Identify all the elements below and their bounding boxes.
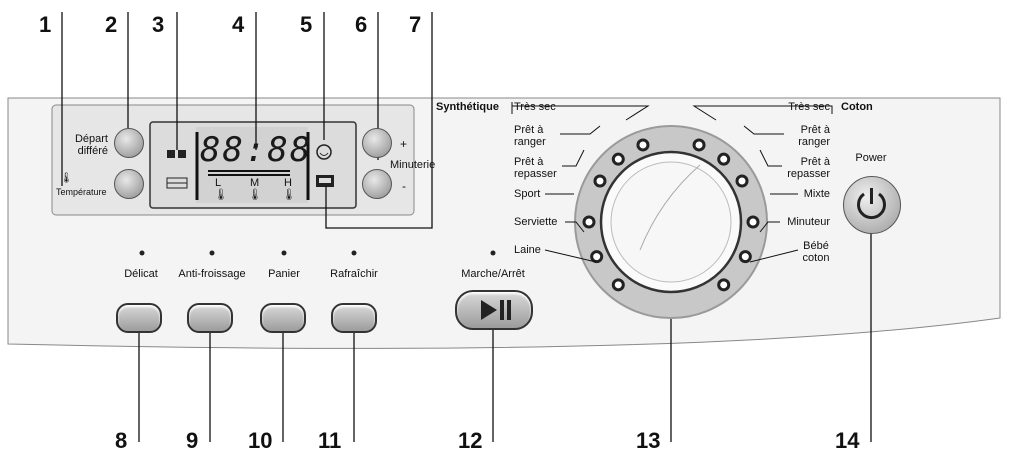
dial-position-dot — [692, 138, 706, 152]
lcd-high-label: H — [284, 177, 292, 189]
lcd-thermometer-icon: 🌡 — [282, 189, 296, 201]
plus-sign: + — [400, 137, 408, 151]
callout-9: 9 — [186, 428, 199, 453]
dial-position-dot — [738, 250, 752, 264]
cotton-program-pret-a-ranger: Prêt à ranger — [798, 124, 830, 148]
dial-position-dot — [582, 215, 596, 229]
cotton-program-pret-a-repasser: Prêt à repasser — [787, 156, 830, 180]
dial-position-dot — [593, 174, 607, 188]
timer-label: Minuterie — [390, 159, 436, 171]
refresh-label: Rafraîchir — [330, 268, 378, 280]
callout-2: 2 — [105, 12, 118, 37]
dial-position-dot — [717, 278, 731, 292]
timer-plus-button[interactable] — [362, 128, 392, 158]
synthetic-program-tres-sec: Très sec — [514, 101, 556, 113]
dial-leaders — [511, 102, 833, 263]
callout-6: 6 — [355, 12, 368, 37]
lcd-thermometer-icon: 🌡 — [248, 189, 262, 201]
dial-position-dot — [636, 138, 650, 152]
callout-7: 7 — [409, 12, 422, 37]
temperature-label: Température — [56, 187, 107, 197]
synthetic-program-laine: Laine — [514, 244, 541, 256]
thermometer-icon: 🌡 — [60, 173, 73, 184]
callout-11: 11 — [318, 428, 342, 453]
callout-13: 13 — [636, 428, 661, 453]
synthetic-program-pret-a-ranger: Prêt à ranger — [514, 124, 546, 148]
power-button[interactable] — [843, 176, 901, 234]
callout-12: 12 — [458, 428, 483, 453]
cotton-program-mixte: Mixte — [803, 188, 830, 200]
callout-4: 4 — [232, 12, 245, 37]
callout-10: 10 — [248, 428, 273, 453]
dial-position-dot — [590, 250, 604, 264]
delay-start-button[interactable] — [114, 128, 144, 158]
callout-lines — [61, 12, 872, 442]
start-pause-button[interactable] — [455, 290, 533, 330]
power-icon — [857, 188, 886, 220]
basket-button[interactable] — [260, 303, 306, 333]
dial-position-dot — [746, 215, 760, 229]
lcd-thermometer-icon: 🌡 — [214, 189, 228, 201]
power-label: Power — [855, 152, 887, 164]
dial-knob — [610, 161, 732, 283]
lcd-medium-label: M — [250, 177, 260, 189]
start-stop-label: Marche/Arrêt — [461, 268, 525, 280]
timer-minus-button[interactable] — [362, 169, 392, 199]
refresh-button[interactable] — [331, 303, 377, 333]
basket-label: Panier — [268, 268, 300, 280]
callout-1: 1 — [39, 12, 52, 37]
dial-position-dot — [611, 278, 625, 292]
synthetic-program-sport: Sport — [514, 188, 541, 200]
play-pause-icon — [481, 300, 511, 320]
cotton-group-label: Coton — [841, 101, 873, 113]
delicate-label: Délicat — [124, 268, 158, 280]
delay-start-label: Départ différé — [74, 133, 108, 157]
callout-5: 5 — [300, 12, 313, 37]
lcd-low-label: L — [215, 177, 222, 189]
dial-position-dot — [611, 152, 625, 166]
synthetic-group-label: Synthétique — [436, 101, 499, 113]
cotton-program-tres-sec: Très sec — [788, 101, 830, 113]
minus-sign: - — [402, 179, 406, 193]
dial-position-dots — [582, 138, 760, 292]
anti-crease-button[interactable] — [187, 303, 233, 333]
led-dots — [139, 250, 496, 256]
smile-icon — [316, 144, 332, 160]
dial-position-dot — [717, 152, 731, 166]
temperature-button[interactable] — [114, 169, 144, 199]
callout-14: 14 — [835, 428, 860, 453]
cotton-program-minuteur: Minuteur — [787, 216, 830, 228]
anti-crease-label: Anti-froissage — [178, 268, 246, 280]
callout-8: 8 — [115, 428, 128, 453]
callout-3: 3 — [152, 12, 165, 37]
door-icon — [167, 150, 175, 158]
delicate-button[interactable] — [116, 303, 162, 333]
lcd-center — [196, 127, 308, 203]
cotton-program-bebe-coton: Bébé coton — [802, 240, 830, 264]
synthetic-program-serviette: Serviette — [514, 216, 558, 228]
lcd-time-digits: 88:88 — [200, 130, 313, 170]
synthetic-program-pret-a-repasser: Prêt à repasser — [514, 156, 557, 180]
dial-position-dot — [735, 174, 749, 188]
